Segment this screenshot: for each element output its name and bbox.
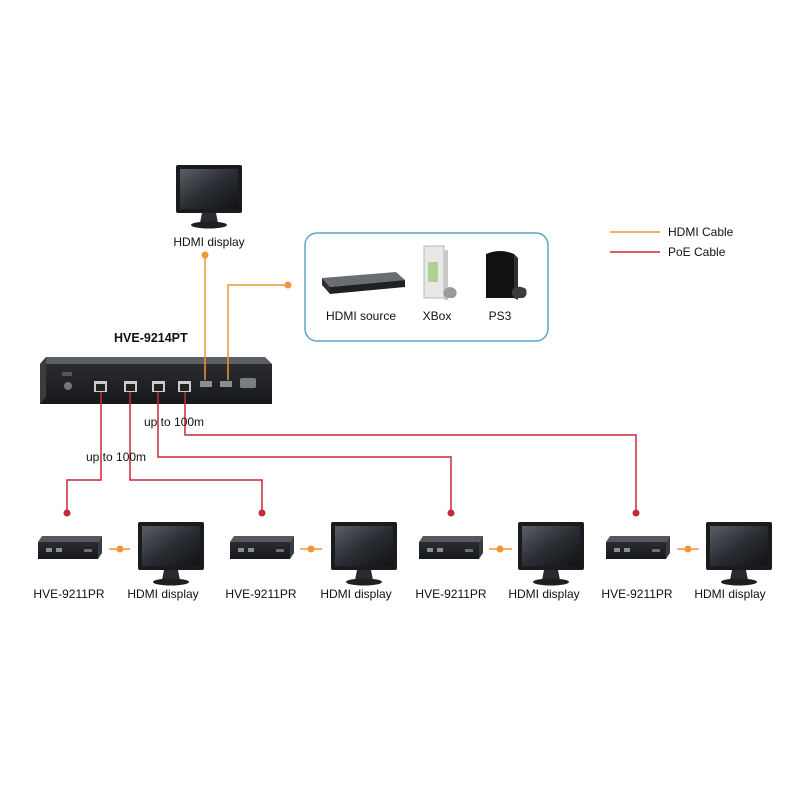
distance-label-lower: up to 100m	[86, 450, 147, 464]
receiver-hdmi-display-icon	[138, 522, 204, 586]
distance-label-upper: up to 100m	[144, 415, 205, 429]
receiver-label: HVE-9211PR	[415, 587, 487, 601]
receiver-label: HVE-9211PR	[225, 587, 297, 601]
receiver-hdmi-display-icon	[518, 522, 584, 586]
receiver-device-icon	[419, 536, 483, 559]
receiver-hdmi-display-icon	[331, 522, 397, 586]
ps3-console-icon	[486, 251, 527, 300]
poe-cables	[66, 392, 637, 513]
receiver-hdmi-display-icon	[706, 522, 772, 586]
legend-hdmi-label: HDMI Cable	[668, 225, 734, 239]
top-display-label: HDMI display	[173, 235, 245, 249]
xbox-console-icon	[423, 245, 457, 300]
receiver-display-label: HDMI display	[508, 587, 580, 601]
legend-poe-label: PoE Cable	[668, 245, 726, 259]
top-hdmi-display-icon	[176, 165, 242, 229]
receiver-device-icon	[230, 536, 294, 559]
source-label-ps3: PS3	[488, 309, 512, 323]
receiver-label: HVE-9211PR	[601, 587, 673, 601]
poe-cable-endpoints	[63, 509, 640, 517]
receiver-device-icon	[38, 536, 102, 559]
hdmi-cable-endpoints	[116, 251, 692, 553]
receiver-display-label: HDMI display	[127, 587, 199, 601]
receiver-label: HVE-9211PR	[33, 587, 105, 601]
transmitter-device-icon	[40, 357, 272, 404]
receiver-display-label: HDMI display	[320, 587, 392, 601]
hdmi-source-box-icon	[322, 272, 405, 294]
transmitter-label: HVE-9214PT	[114, 331, 188, 345]
source-label-xbox: XBox	[422, 309, 452, 323]
source-label-hdmi-source: HDMI source	[325, 309, 397, 323]
receiver-display-label: HDMI display	[694, 587, 766, 601]
receiver-device-icon	[606, 536, 670, 559]
